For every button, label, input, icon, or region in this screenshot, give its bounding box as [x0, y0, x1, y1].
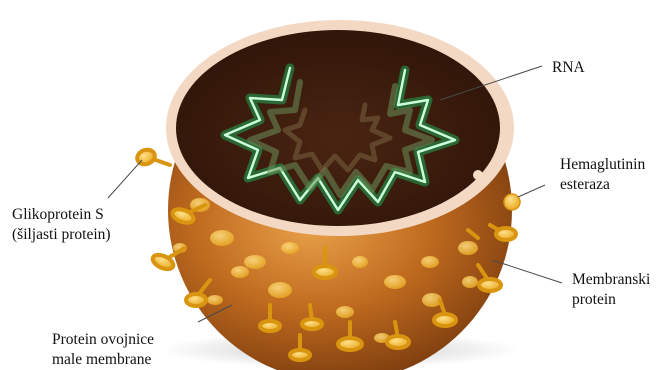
spike-label-line1: Glikoprotein S	[12, 205, 111, 225]
envelope-protein-label-line2: male membrane	[52, 350, 154, 370]
rna-label: RNA	[552, 58, 585, 78]
envelope-protein-label-line1: Protein ovojnice	[52, 330, 154, 350]
membrane-protein-label: Membranski protein	[572, 270, 650, 310]
rim-highlight	[473, 170, 483, 180]
spike-leader-line	[108, 160, 142, 198]
hemagglutinin-leader-line	[518, 185, 545, 197]
hemagglutinin-label: Hemaglutinin esteraza	[560, 155, 645, 195]
membrane-protein-leader-line	[492, 260, 562, 283]
spike-label-line2: (šiljasti protein)	[12, 225, 111, 245]
rna-label-text: RNA	[552, 58, 585, 78]
envelope-protein-label: Protein ovojnice male membrane	[52, 330, 154, 370]
membrane-protein-label-line2: protein	[572, 290, 650, 310]
hemagglutinin-knob	[504, 194, 520, 210]
hemagglutinin-label-line2: esteraza	[560, 175, 645, 195]
spike-label: Glikoprotein S (šiljasti protein)	[12, 205, 111, 245]
membrane-protein-label-line1: Membranski	[572, 270, 650, 290]
hemagglutinin-label-line1: Hemaglutinin	[560, 155, 645, 175]
